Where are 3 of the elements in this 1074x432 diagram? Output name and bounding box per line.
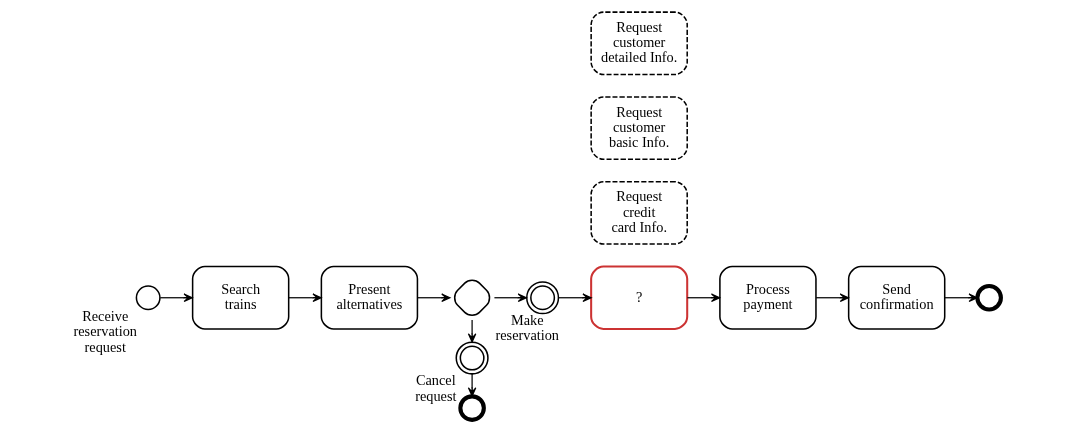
node-label: Cancel request — [414, 372, 456, 404]
node-label: Make reservation — [495, 312, 559, 344]
node-label: Receive reservation request — [73, 307, 137, 355]
